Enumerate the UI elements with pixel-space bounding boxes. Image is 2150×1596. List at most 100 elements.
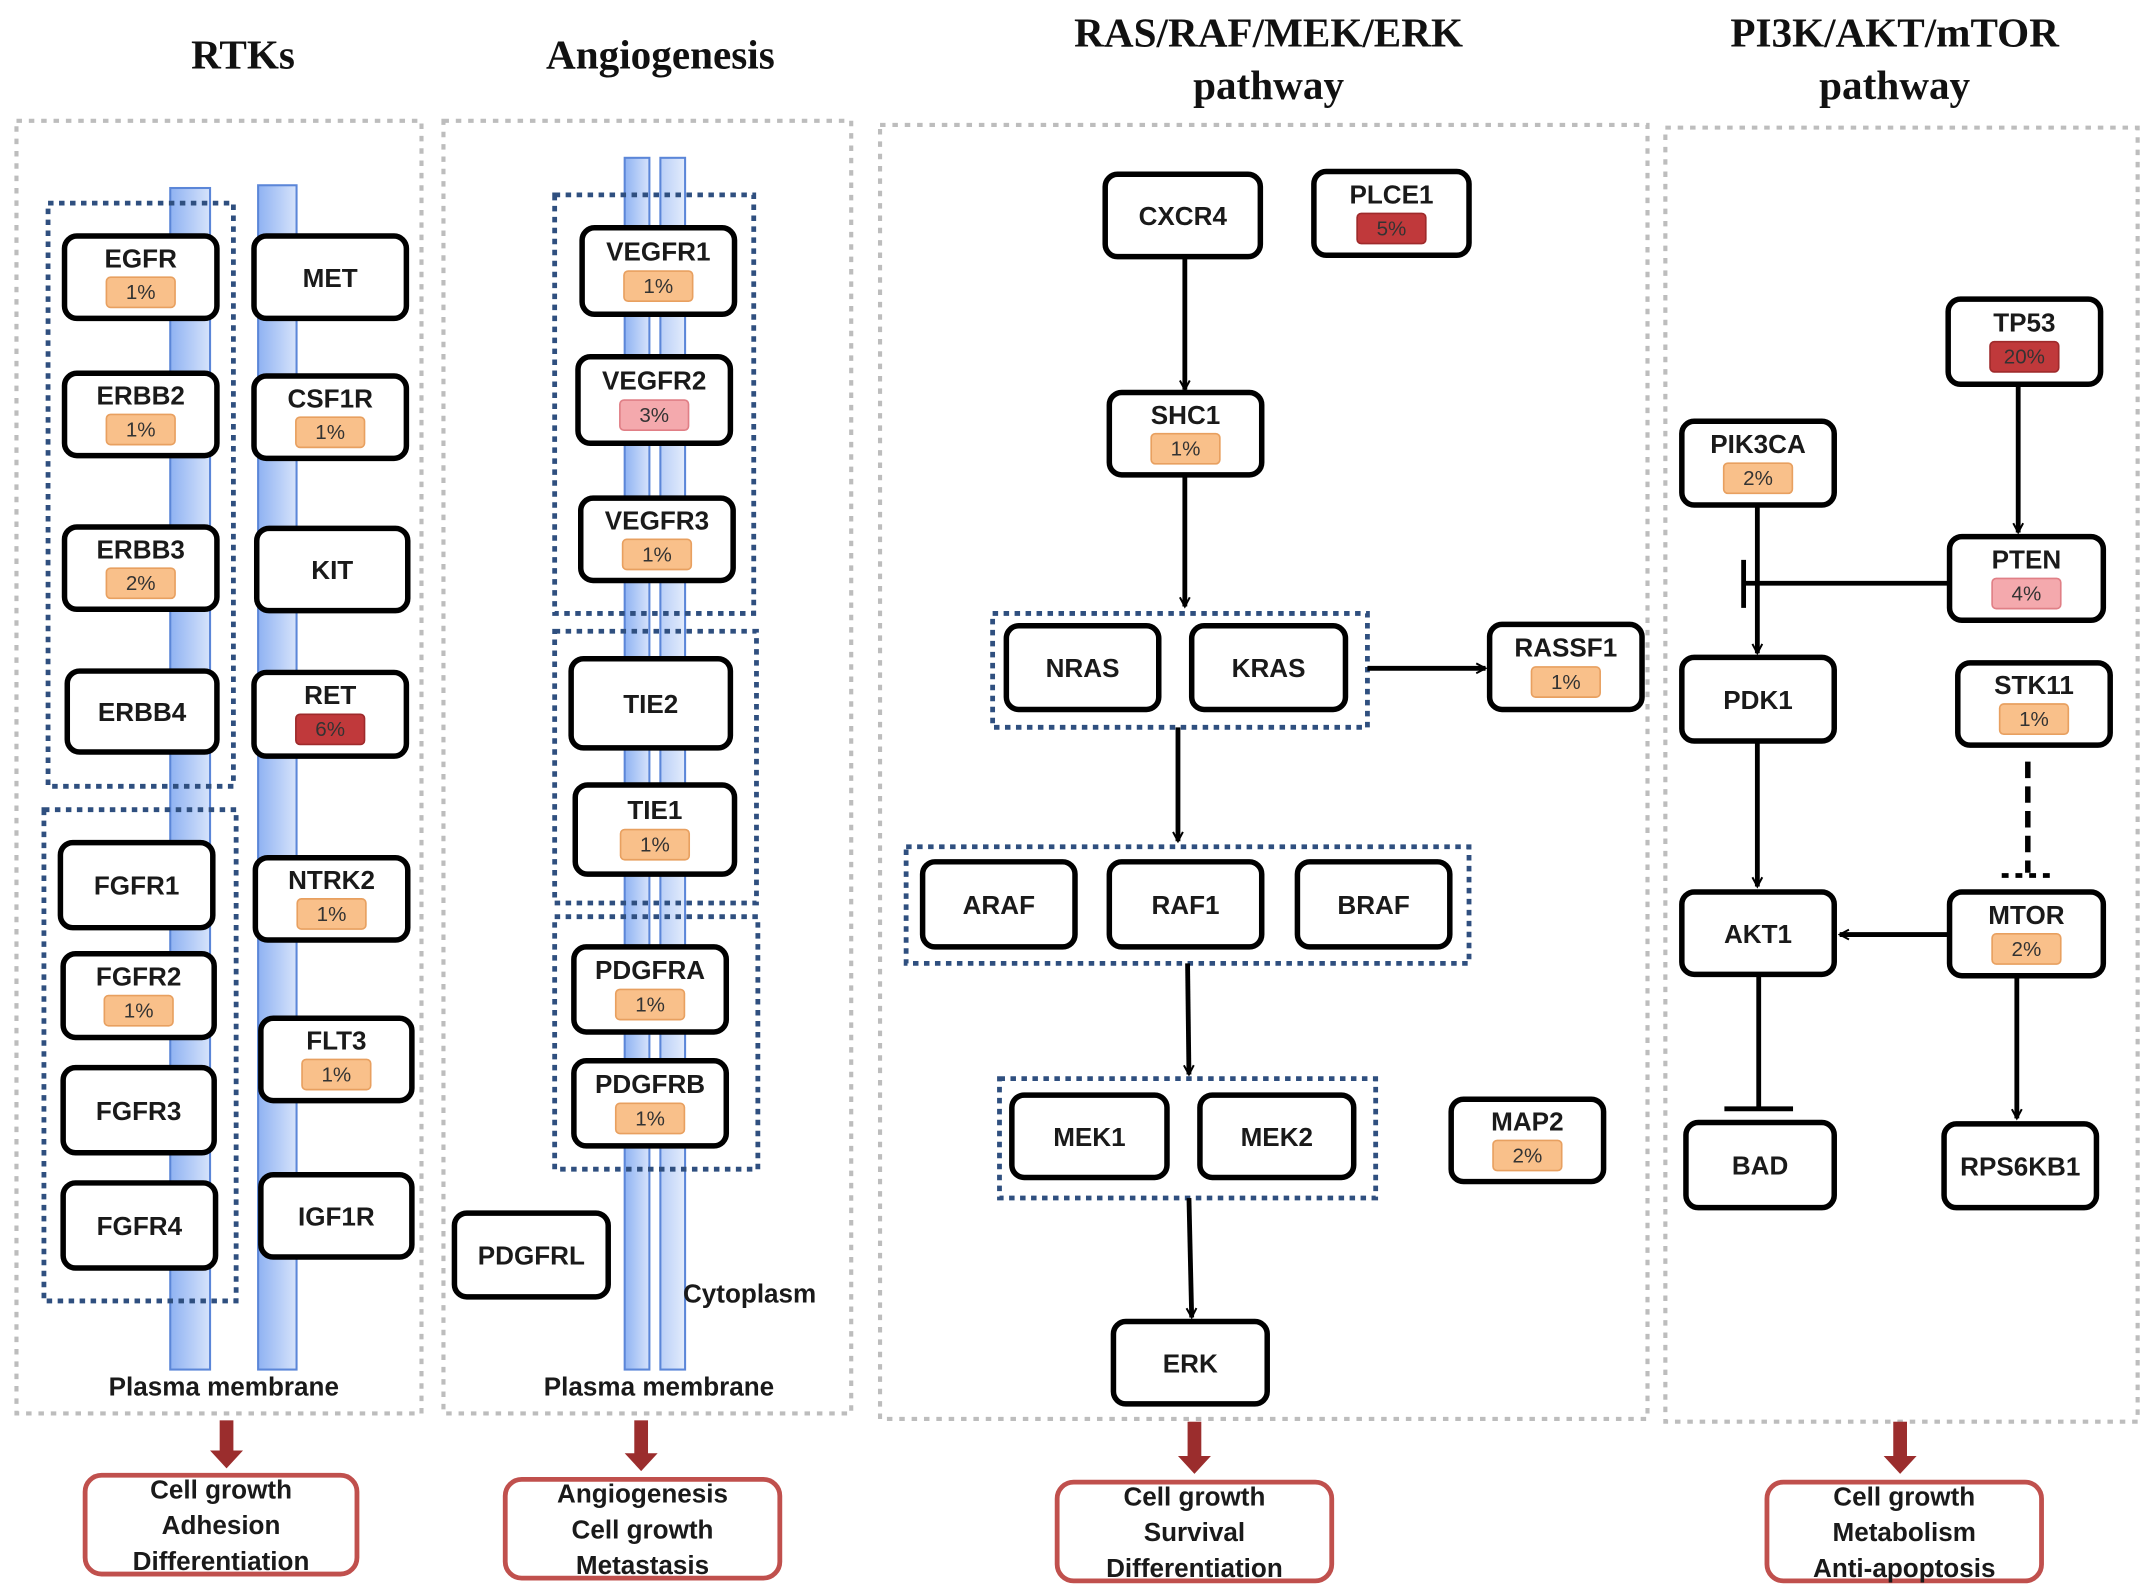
down-arrow-icon bbox=[1187, 1421, 1202, 1458]
mutation-frequency-value: 1% bbox=[640, 834, 670, 857]
gene-box bbox=[64, 668, 220, 755]
mutation-frequency-badge bbox=[295, 713, 366, 746]
gene-label: ERBB2 bbox=[97, 381, 185, 411]
gene-label: SHC1 bbox=[1151, 400, 1221, 430]
mutation-frequency-value: 5% bbox=[1377, 217, 1407, 240]
title-rtks: RTKs bbox=[191, 32, 295, 78]
group-tie-family bbox=[552, 628, 759, 906]
mutation-frequency-value: 1% bbox=[126, 418, 156, 441]
gene-node-kras: KRAS bbox=[1188, 623, 1349, 713]
outcome-text: Survival bbox=[1144, 1517, 1245, 1547]
mutation-frequency-badge bbox=[105, 567, 176, 600]
gene-label: CSF1R bbox=[287, 383, 373, 413]
gene-box bbox=[1683, 1119, 1837, 1211]
gene-label: RAF1 bbox=[1151, 890, 1219, 920]
gene-label: FGFR3 bbox=[96, 1096, 181, 1126]
gene-nodes: EGFR1%ERBB21%ERBB32%ERBB4METCSF1R1%KITRE… bbox=[57, 168, 2113, 1407]
gene-label: BAD bbox=[1732, 1151, 1788, 1181]
gene-label: PDGFRL bbox=[478, 1241, 585, 1271]
gene-node-erbb2: ERBB2 1% bbox=[61, 370, 220, 459]
mutation-frequency-badge bbox=[1530, 666, 1601, 698]
mutation-frequency-value: 1% bbox=[321, 1063, 351, 1086]
mutation-frequency-badge bbox=[614, 988, 686, 1021]
gene-label: AKT1 bbox=[1724, 919, 1792, 949]
mutation-frequency-badge bbox=[619, 399, 690, 432]
mutation-frequency-badge bbox=[621, 538, 693, 571]
gene-label: TIE1 bbox=[627, 795, 682, 825]
gene-label: FGFR1 bbox=[94, 871, 179, 901]
gene-node-tie2: TIE2 bbox=[568, 655, 734, 751]
gene-label: TP53 bbox=[1993, 308, 2055, 338]
gene-box bbox=[919, 859, 1078, 950]
mutation-frequency-value: 1% bbox=[635, 993, 665, 1016]
gene-label: EGFR bbox=[105, 243, 178, 273]
gene-label: FGFR2 bbox=[96, 962, 181, 992]
mutation-frequency-value: 1% bbox=[642, 543, 672, 566]
gene-label: KRAS bbox=[1232, 653, 1306, 683]
mutation-frequency-badge bbox=[623, 270, 694, 303]
gene-label: ERK bbox=[1163, 1348, 1218, 1378]
gene-node-nras: NRAS bbox=[1003, 623, 1162, 713]
gene-node-egfr: EGFR1% bbox=[61, 233, 220, 322]
gene-label: ERBB3 bbox=[97, 534, 185, 564]
down-arrow-icon bbox=[210, 1450, 244, 1469]
gene-box bbox=[258, 1171, 415, 1260]
gene-label: MTOR bbox=[1988, 900, 2064, 930]
gene-node-vegfr3: VEGFR3 1% bbox=[578, 495, 736, 584]
plasma-membrane-bar bbox=[623, 156, 651, 1371]
gene-label: PDGFRA bbox=[595, 955, 705, 985]
gene-label: FGFR4 bbox=[97, 1211, 183, 1241]
gene-node-mek1: MEK1 bbox=[1009, 1092, 1170, 1181]
gene-box bbox=[1003, 623, 1162, 713]
gene-node-vegfr1: VEGFR1 1% bbox=[579, 225, 738, 318]
gene-label: NRAS bbox=[1046, 653, 1120, 683]
gene-box bbox=[1679, 654, 1837, 744]
mutation-frequency-badge bbox=[103, 994, 174, 1027]
group-mek bbox=[997, 1076, 1379, 1201]
panel-titles: RTKs Angiogenesis RAS/RAF/MEK/ERK pathwa… bbox=[191, 10, 2060, 108]
gene-box bbox=[1188, 623, 1349, 713]
gene-box bbox=[1294, 859, 1453, 950]
mutation-frequency-badge bbox=[1356, 212, 1427, 245]
outcome-text: Adhesion bbox=[162, 1510, 281, 1540]
mutation-frequency-value: 1% bbox=[315, 421, 345, 444]
outcome-text: Angiogenesis bbox=[557, 1479, 728, 1509]
mutation-frequency-value: 1% bbox=[643, 275, 673, 298]
mutation-frequency-badge bbox=[614, 1102, 686, 1135]
gene-label: IGF1R bbox=[298, 1201, 375, 1231]
mutation-frequency-value: 1% bbox=[317, 903, 347, 926]
gene-box bbox=[1009, 1092, 1170, 1181]
gene-label: KIT bbox=[311, 555, 353, 585]
mutation-frequency-badge bbox=[1722, 462, 1794, 495]
gene-box bbox=[60, 1180, 219, 1271]
gene-label: VEGFR1 bbox=[606, 237, 710, 267]
caption-cytoplasm: Cytoplasm bbox=[683, 1278, 816, 1308]
mutation-frequency-badge bbox=[1998, 703, 2070, 736]
plasma-membrane-bar bbox=[659, 156, 687, 1371]
outcome-text: Metastasis bbox=[576, 1550, 709, 1580]
gene-label: MET bbox=[303, 263, 358, 293]
gene-node-braf: BRAF bbox=[1294, 859, 1453, 950]
down-arrow-icon bbox=[1177, 1456, 1211, 1474]
gene-box bbox=[251, 233, 410, 322]
gene-node-fgfr1: FGFR1 bbox=[57, 839, 216, 931]
mutation-frequency-badge bbox=[1991, 577, 2062, 610]
gene-label: RASSF1 bbox=[1514, 633, 1617, 663]
gene-label: VEGFR3 bbox=[605, 505, 709, 535]
mutation-frequency-value: 1% bbox=[635, 1107, 665, 1130]
mutation-frequency-badge bbox=[1991, 933, 2062, 965]
outcome-text: Anti-apoptosis bbox=[1813, 1553, 1995, 1583]
panel-rtks bbox=[14, 118, 424, 1416]
gene-label: VEGFR2 bbox=[602, 366, 706, 396]
gene-label: RET bbox=[304, 680, 356, 710]
gene-box bbox=[1102, 171, 1264, 260]
